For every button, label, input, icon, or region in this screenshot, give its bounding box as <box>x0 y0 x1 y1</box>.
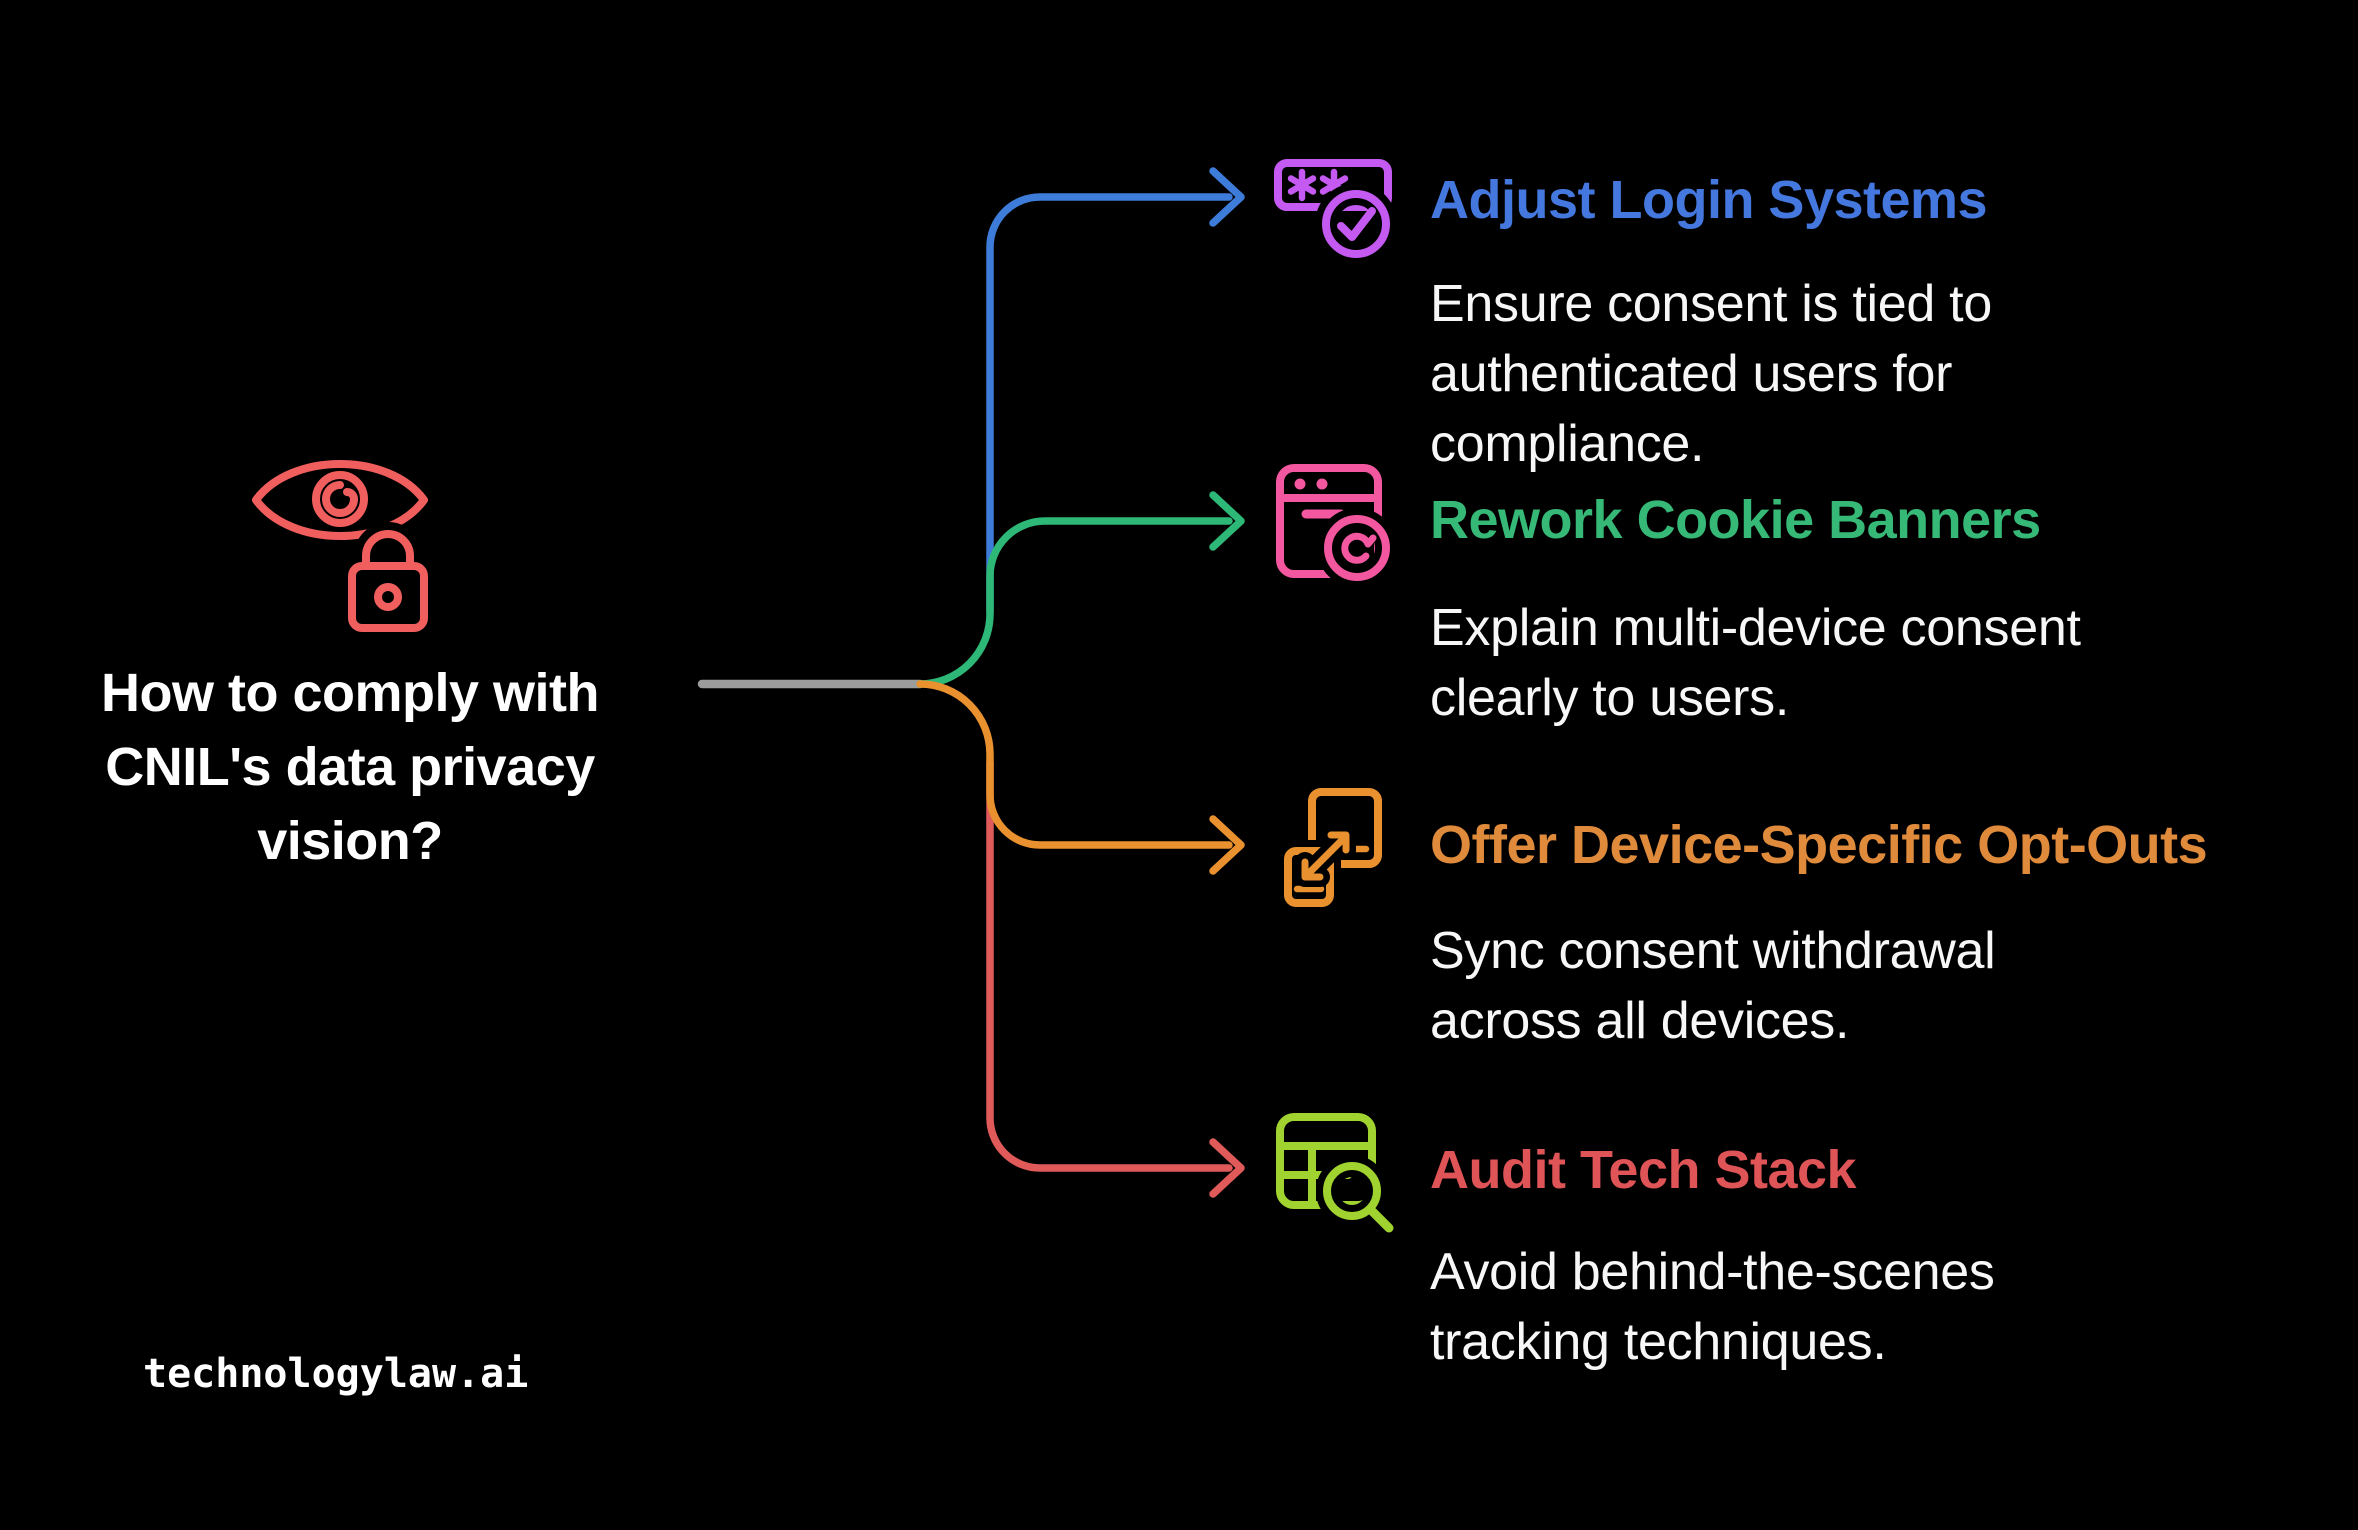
branch-description-device-specific-opt-outs: Sync consent withdrawal across all devic… <box>1430 922 1996 1050</box>
refresh-badge <box>1324 515 1390 581</box>
cookie-banner-icon <box>1276 464 1397 588</box>
arrowhead-icon <box>1209 1138 1245 1198</box>
tablet <box>1308 788 1382 868</box>
padlock-icon <box>340 522 436 640</box>
branch-curve <box>916 680 1233 849</box>
eye-surveillance-icon <box>252 460 436 640</box>
branch-curve <box>986 193 1233 616</box>
branch-connector-cookie <box>916 491 1245 688</box>
checkmark-icon <box>1337 207 1376 241</box>
padlock-keyhole <box>374 583 402 611</box>
eye-iris <box>312 471 368 527</box>
eye-pupil-spiral <box>322 481 358 517</box>
padlock-shackle <box>362 530 414 570</box>
browser-dots <box>1294 478 1328 490</box>
branch-connector-login <box>986 167 1245 616</box>
branch-curve <box>986 758 1233 1172</box>
magnifier-handle <box>1365 1204 1394 1233</box>
branch-description-audit-tech-stack: Avoid behind-the-scenes tracking techniq… <box>1430 1243 1995 1371</box>
root-question: How to comply with CNIL's data privacy v… <box>101 663 600 871</box>
magnifier-lens <box>1323 1162 1381 1220</box>
arrowhead-icon <box>1209 491 1245 551</box>
branch-description-adjust-login-systems: Ensure consent is tied to authenticated … <box>1430 275 1992 473</box>
branch-curve <box>916 517 1233 688</box>
arrowhead-icon <box>1209 167 1245 227</box>
table-search-icon <box>1276 1113 1400 1239</box>
arrowhead-icon <box>1209 815 1245 875</box>
branch-title-device-specific-opt-outs: Offer Device-Specific Opt-Outs <box>1430 815 2208 875</box>
branch-description-rework-cookie-banners: Explain multi-device consent clearly to … <box>1430 599 2081 727</box>
brand-logo: technologylaw.ai <box>143 1351 529 1397</box>
padlock-halo <box>340 522 436 640</box>
branch-title-audit-tech-stack: Audit Tech Stack <box>1430 1140 1857 1200</box>
check-badge <box>1322 190 1390 258</box>
padlock-body <box>348 562 428 632</box>
refresh-icon <box>1341 532 1377 564</box>
device-sync-icon <box>1277 788 1382 914</box>
password-check-icon <box>1274 159 1397 265</box>
eye-outline <box>252 460 428 540</box>
branch-connector-audit <box>986 758 1245 1198</box>
branch-title-adjust-login-systems: Adjust Login Systems <box>1430 170 1988 230</box>
branch-title-rework-cookie-banners: Rework Cookie Banners <box>1430 490 2041 550</box>
branch-connector-optout <box>916 680 1245 875</box>
sync-arrows <box>1301 831 1350 881</box>
